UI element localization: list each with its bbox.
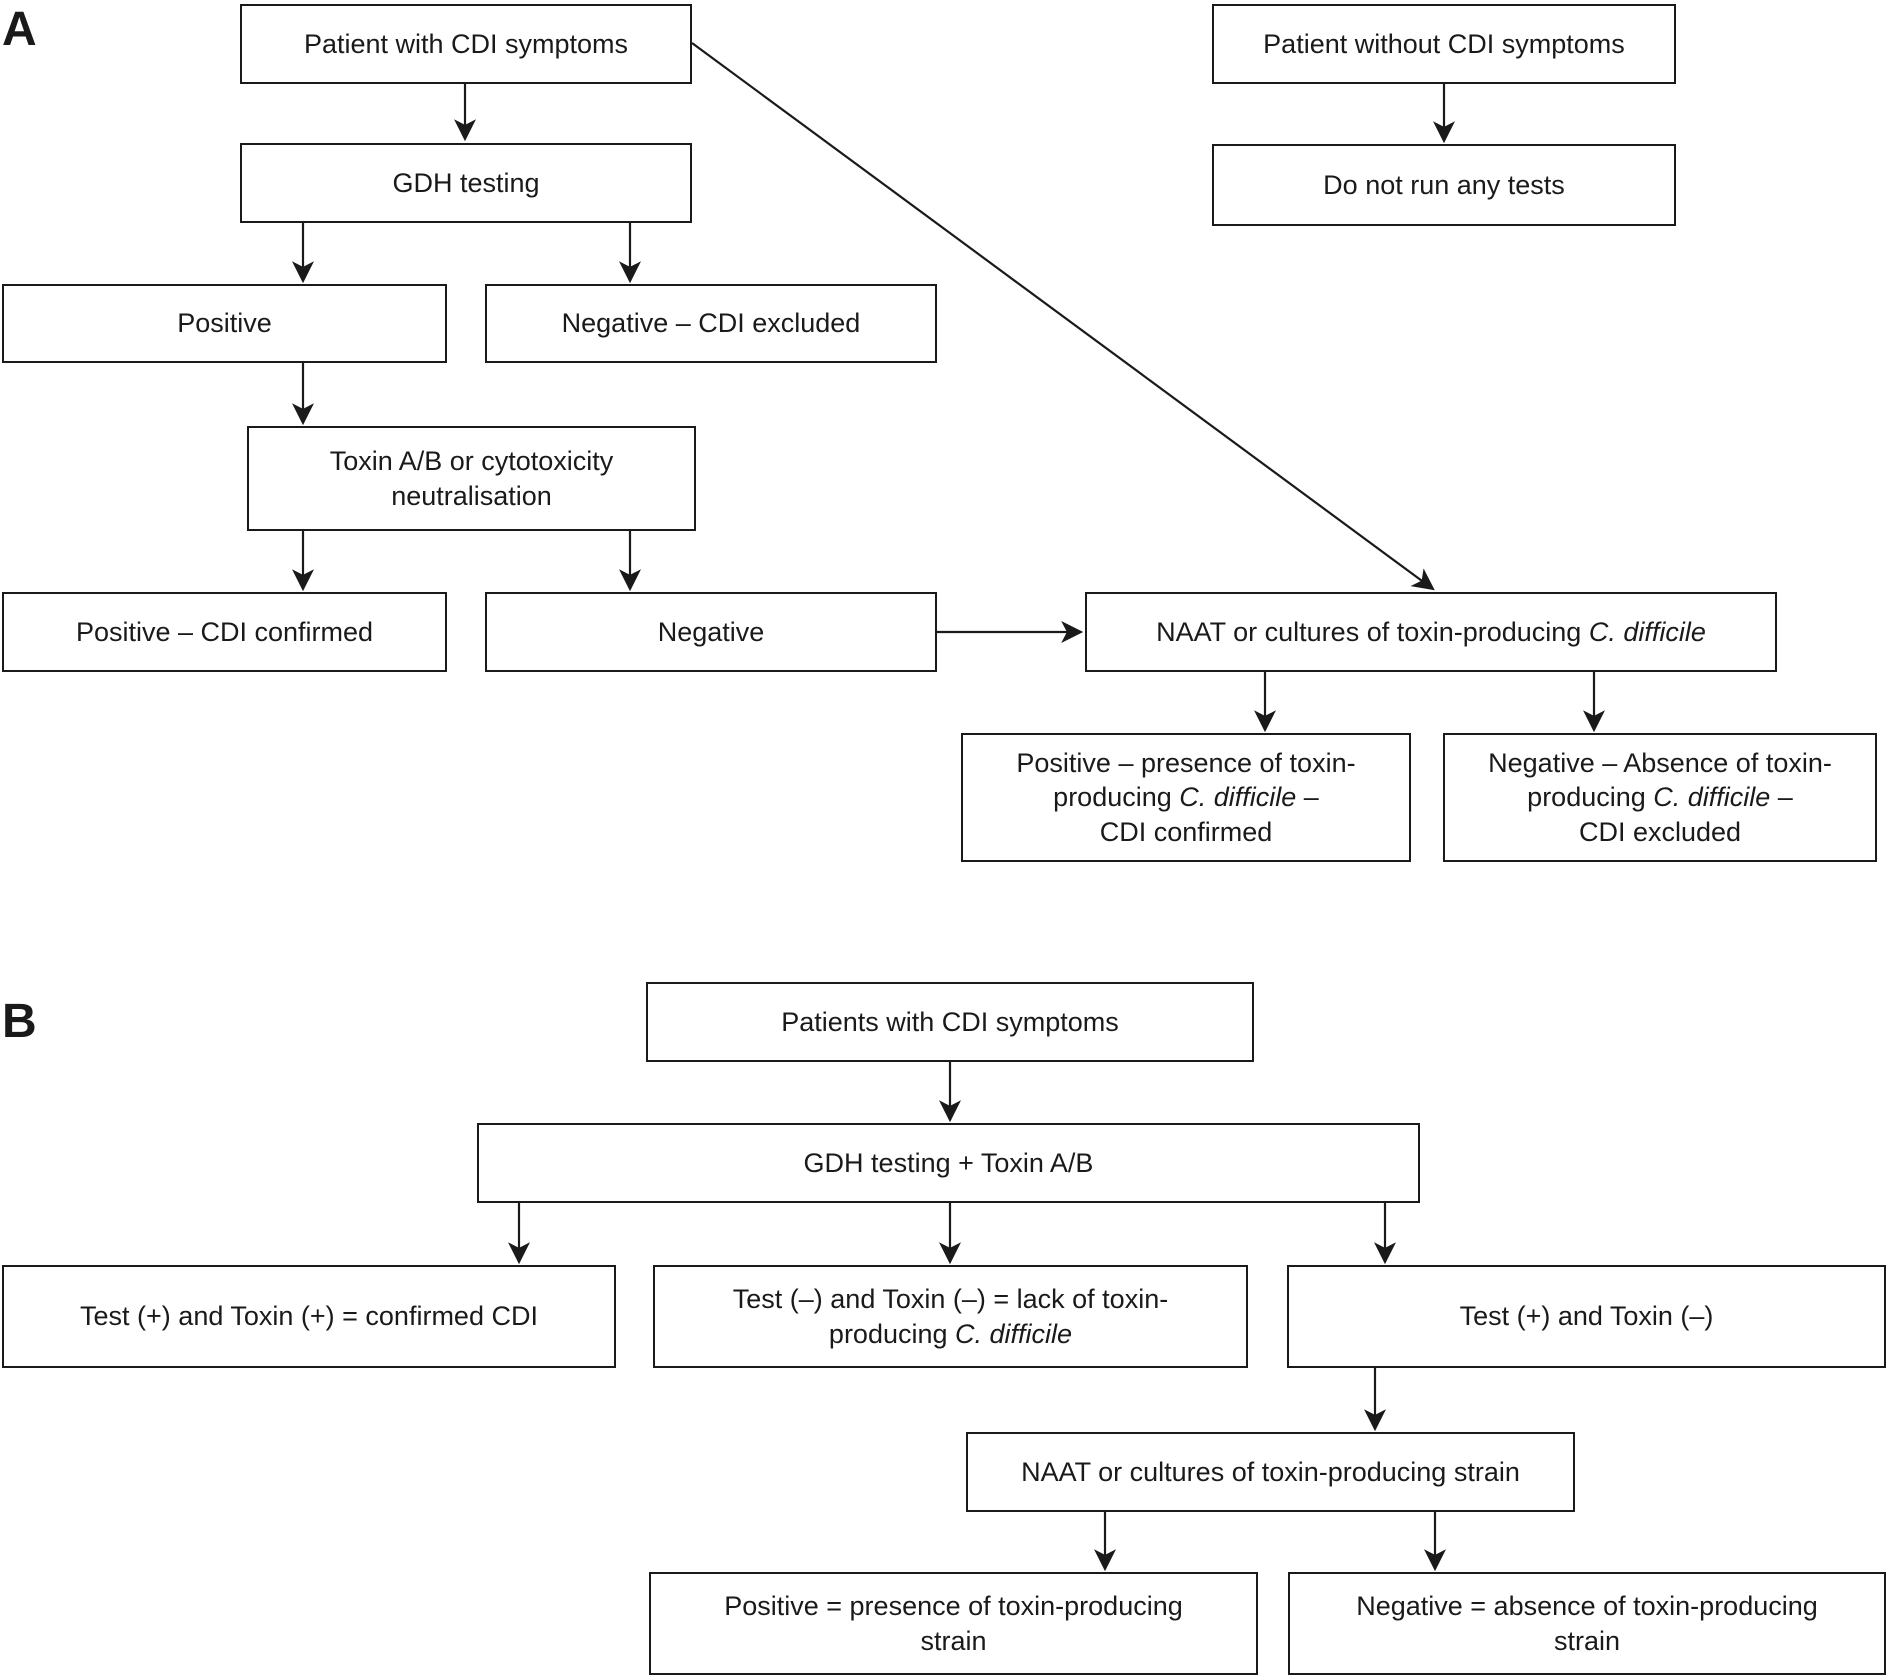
panel-b-label: B	[2, 995, 37, 1048]
node-b-test-pos-toxin-pos: Test (+) and Toxin (+) = confirmed CDI	[2, 1265, 616, 1368]
node-label: Patients with CDI symptoms	[781, 1006, 1119, 1037]
node-label: NAAT or cultures of toxin-producing C. d…	[1156, 616, 1706, 647]
node-a-negative: Negative	[485, 592, 937, 672]
panel-a-label: A	[2, 3, 37, 56]
node-a-positive: Positive	[2, 284, 447, 363]
node-a-gdh-testing: GDH testing	[240, 143, 692, 223]
node-label: Test (+) and Toxin (–)	[1459, 1301, 1714, 1332]
node-label: Do not run any tests	[1323, 169, 1565, 200]
node-label: Negative – Absence of toxin-producing C.…	[1488, 748, 1832, 847]
node-label: GDH testing	[392, 167, 540, 198]
node-b-naat-or-cultures-strain: NAAT or cultures of toxin-producing stra…	[966, 1432, 1575, 1512]
node-label: Positive	[177, 308, 272, 339]
node-label: Patient with CDI symptoms	[303, 28, 629, 59]
node-label: GDH testing + Toxin A/B	[803, 1147, 1094, 1178]
node-label: Patient without CDI symptoms	[1263, 28, 1625, 59]
node-a-positive-presence: Positive – presence of toxin-producing C…	[961, 733, 1411, 862]
node-label: Negative	[657, 616, 765, 647]
node-a-negative-cdi-excluded: Negative – CDI excluded	[485, 284, 937, 363]
node-label: Positive – presence of toxin-producing C…	[1016, 748, 1356, 847]
node-b-patients-with-cdi-symptoms: Patients with CDI symptoms	[646, 982, 1254, 1062]
node-b-gdh-testing-toxin-ab: GDH testing + Toxin A/B	[477, 1123, 1420, 1203]
node-label: Negative – CDI excluded	[561, 308, 861, 339]
arrow-a-symptoms-to-naat-diagonal	[691, 42, 1435, 591]
node-label: Test (–) and Toxin (–) = lack of toxin-p…	[732, 1284, 1169, 1349]
node-a-positive-cdi-confirmed: Positive – CDI confirmed	[2, 592, 447, 672]
node-label: Positive – CDI confirmed	[75, 616, 374, 647]
node-a-patient-with-cdi-symptoms: Patient with CDI symptoms	[240, 4, 692, 84]
node-a-naat-or-cultures: NAAT or cultures of toxin-producing C. d…	[1085, 592, 1777, 672]
node-a-do-not-run-any-tests: Do not run any tests	[1212, 144, 1676, 226]
node-b-test-pos-toxin-neg: Test (+) and Toxin (–)	[1287, 1265, 1886, 1368]
node-b-test-neg-toxin-neg: Test (–) and Toxin (–) = lack of toxin-p…	[653, 1265, 1248, 1368]
node-label: NAAT or cultures of toxin-producing stra…	[1021, 1456, 1520, 1487]
node-a-patient-without-cdi-symptoms: Patient without CDI symptoms	[1212, 4, 1676, 84]
node-a-negative-absence: Negative – Absence of toxin-producing C.…	[1443, 733, 1877, 862]
node-label: Test (+) and Toxin (+) = confirmed CDI	[80, 1301, 538, 1332]
